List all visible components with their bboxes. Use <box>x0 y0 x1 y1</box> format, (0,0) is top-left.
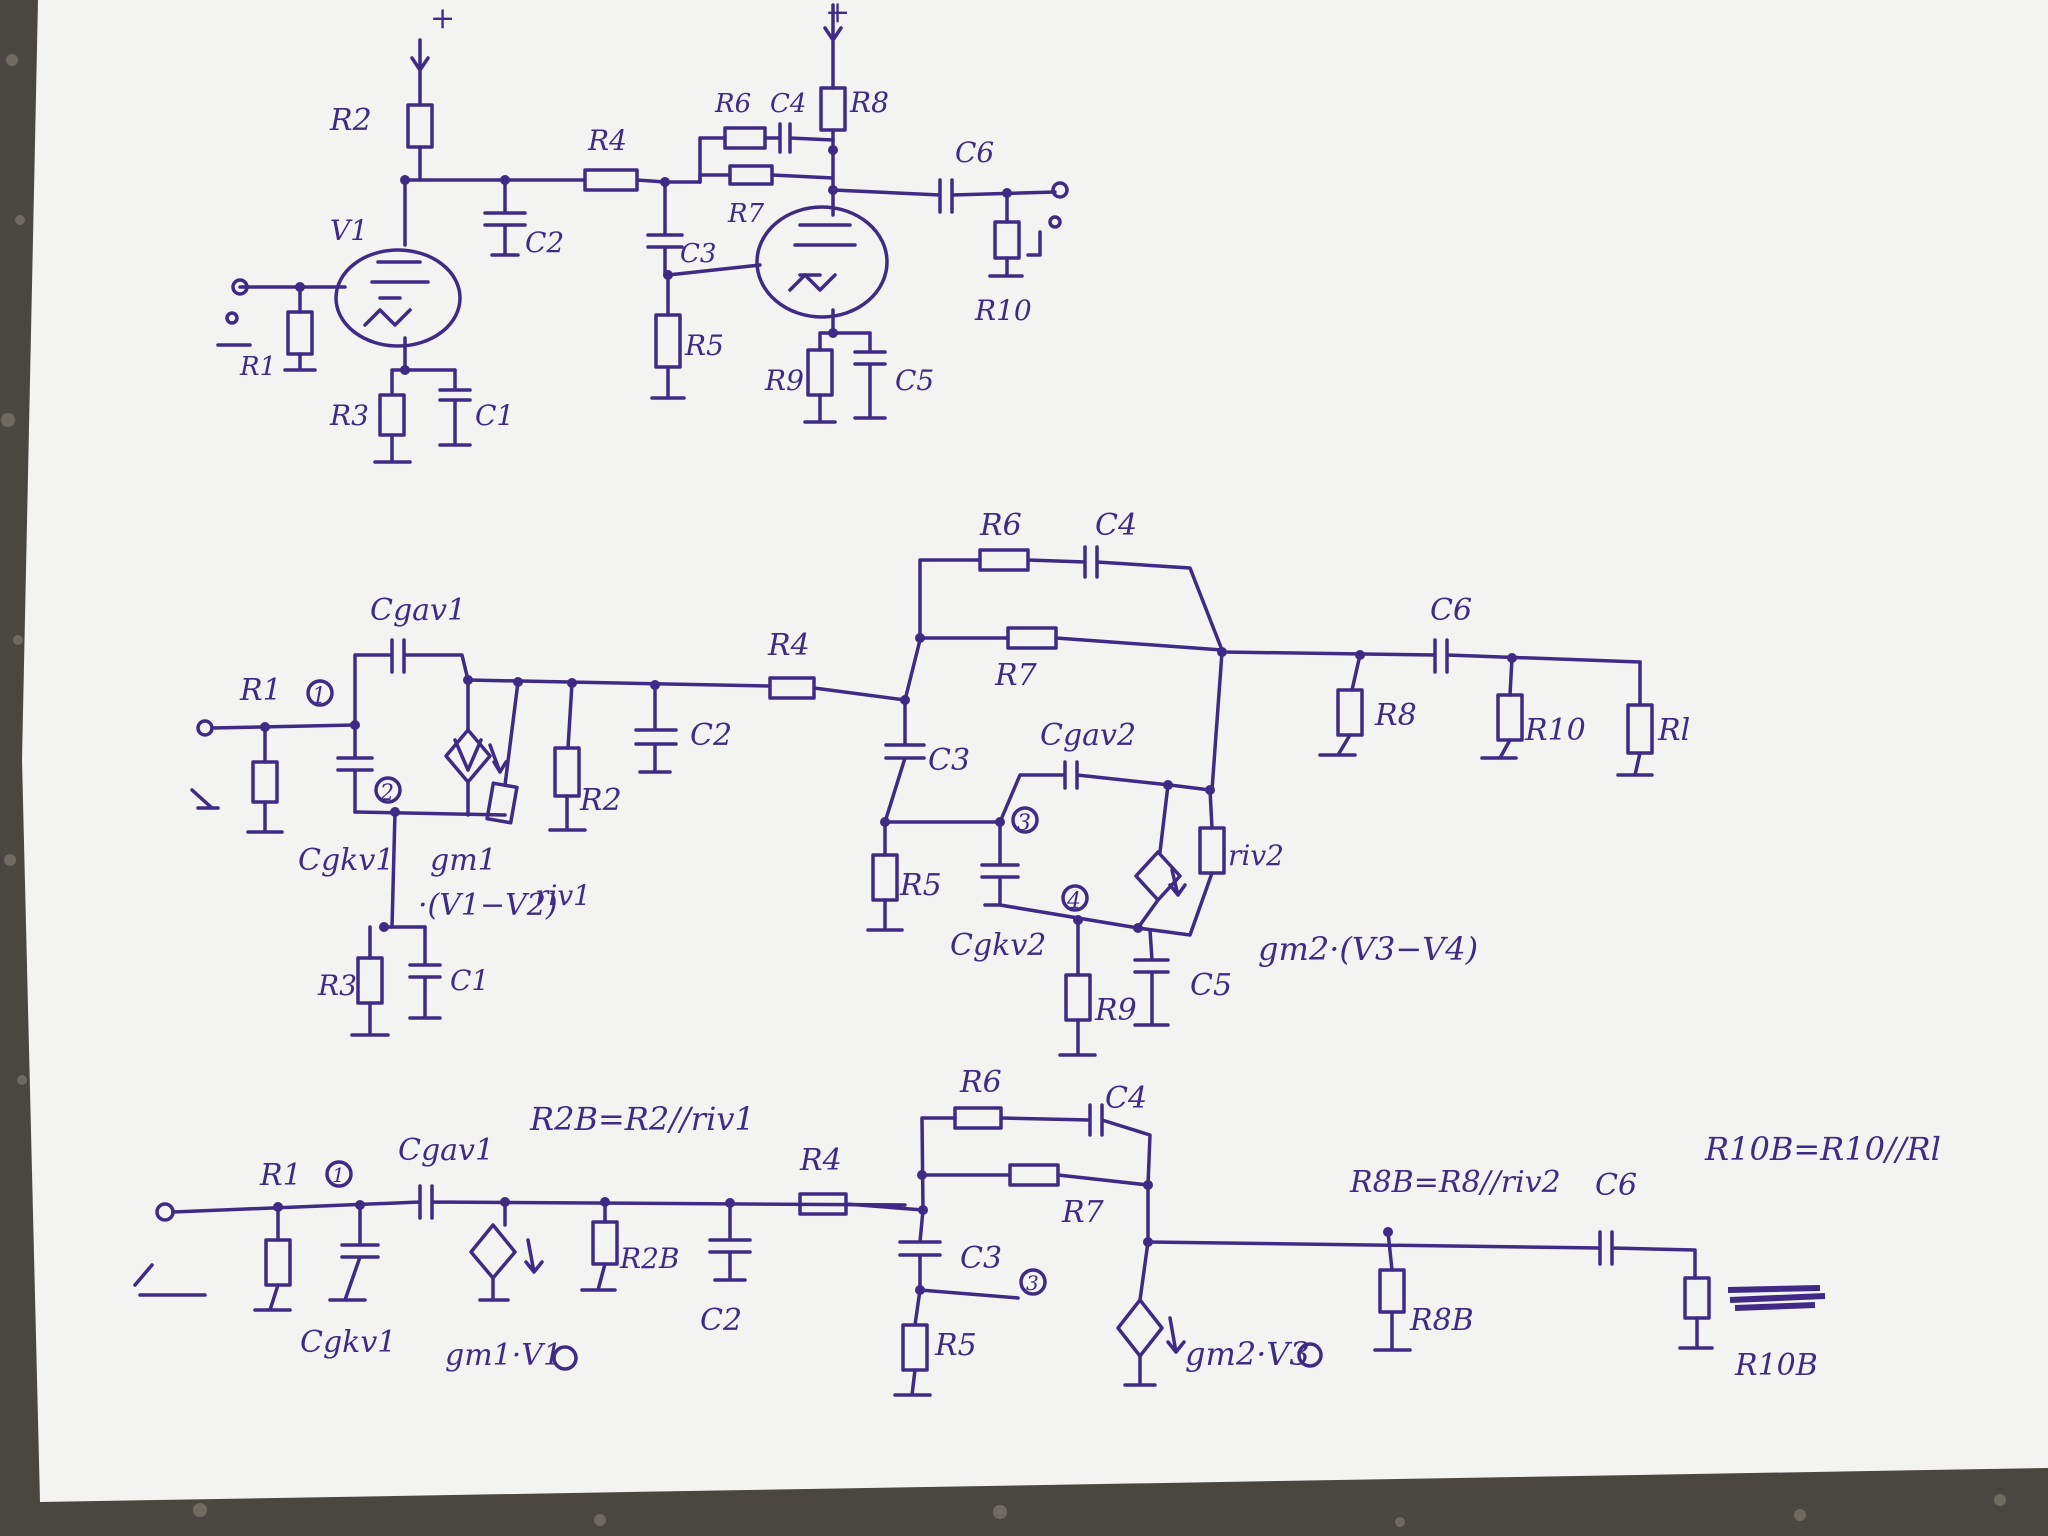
label-mid-riv1: riv1 <box>535 879 591 912</box>
label-mid-Cgav1: Cgav1 <box>370 593 466 628</box>
label-mid-Cgav2: Cgav2 <box>1040 718 1136 753</box>
label-top-C3: C3 <box>680 239 716 269</box>
label-mid-R8: R8 <box>1374 698 1417 733</box>
label-top-R1: R1 <box>239 352 276 382</box>
label-top-C1: C1 <box>475 399 514 432</box>
label-top-R3: R3 <box>329 399 369 432</box>
node-bot-1: 1 <box>332 1163 345 1187</box>
label-bot-C3: C3 <box>960 1241 1002 1276</box>
label-top-R10: R10 <box>974 294 1032 327</box>
label-mid-gm2-expr: gm2·(V3−V4) <box>1258 930 1478 968</box>
supply-plus-2: + <box>825 0 850 30</box>
label-bot-R10B: R10B <box>1734 1348 1818 1383</box>
label-top-R9: R9 <box>764 364 804 397</box>
label-top-R4: R4 <box>587 124 627 157</box>
label-mid-R4: R4 <box>767 628 810 663</box>
node-1: 1 <box>312 684 326 709</box>
node-2: 2 <box>379 781 394 806</box>
label-bot-C6: C6 <box>1595 1168 1637 1203</box>
label-bot-R10B-eq: R10B=R10//Rl <box>1704 1130 1941 1168</box>
label-mid-C5: C5 <box>1190 968 1232 1003</box>
label-mid-R7: R7 <box>994 658 1038 693</box>
label-mid-R10: R10 <box>1524 713 1586 748</box>
label-mid-R6: R6 <box>979 508 1022 543</box>
node-4: 4 <box>1066 889 1081 914</box>
scribble-mark <box>1727 1285 1826 1311</box>
bottom-labels: R1 1 Cgav1 R2B=R2//riv1 R4 R6 C4 R7 Cgkv… <box>259 1065 1941 1383</box>
label-bot-R6: R6 <box>959 1065 1002 1100</box>
label-mid-C3: C3 <box>928 743 970 778</box>
label-bot-C4: C4 <box>1105 1081 1147 1116</box>
label-bot-R2B: R2B <box>619 1242 679 1275</box>
label-bot-R8B-eq: R8B=R8//riv2 <box>1349 1165 1561 1200</box>
label-bot-C2: C2 <box>700 1303 742 1338</box>
node-bot-3: 3 <box>1026 1271 1039 1295</box>
label-mid-C1: C1 <box>450 964 489 997</box>
label-bot-R8B: R8B <box>1409 1303 1474 1338</box>
label-bot-gm2-expr: gm2·V3 <box>1185 1335 1310 1373</box>
label-top-R6: R6 <box>714 89 751 119</box>
label-top-R5: R5 <box>684 329 724 362</box>
label-bot-Cgkv1: Cgkv1 <box>300 1325 396 1360</box>
label-top-C5: C5 <box>895 364 934 397</box>
label-mid-R3: R3 <box>317 969 357 1002</box>
label-top-V1: V1 <box>330 214 368 247</box>
top-schematic <box>216 3 1069 464</box>
label-bot-R7: R7 <box>1061 1195 1105 1230</box>
bottom-schematic <box>133 1103 1826 1397</box>
label-bot-R1: R1 <box>259 1158 302 1193</box>
label-mid-Rl: Rl <box>1657 713 1690 748</box>
label-top-R8: R8 <box>849 86 889 119</box>
paper-sheet <box>22 0 2048 1502</box>
label-mid-gm1: gm1 <box>430 843 497 878</box>
supply-plus-1: + <box>430 1 455 36</box>
middle-labels: Cgav1 R1 1 2 Cgkv1 gm1 ·(V1−V2) riv1 R2 … <box>239 508 1690 1028</box>
top-labels: + + R2 R4 R6 C4 R8 R7 C6 C2 C3 V1 R1 R3 … <box>239 0 1032 432</box>
label-top-R2: R2 <box>329 103 372 138</box>
label-mid-gm1-expr: ·(V1−V2) <box>418 888 558 923</box>
label-top-C2: C2 <box>525 226 564 259</box>
label-mid-C2: C2 <box>690 718 732 753</box>
label-top-C6: C6 <box>955 136 994 169</box>
label-mid-R5: R5 <box>899 868 942 903</box>
label-bot-R2B-eq: R2B=R2//riv1 <box>529 1100 755 1138</box>
label-mid-Cgkv2: Cgkv2 <box>950 928 1046 963</box>
label-top-C4: C4 <box>770 89 806 119</box>
label-mid-C6: C6 <box>1430 593 1472 628</box>
label-mid-R1: R1 <box>239 673 282 708</box>
label-bot-R5: R5 <box>934 1328 977 1363</box>
label-mid-C4: C4 <box>1095 508 1137 543</box>
label-mid-R9: R9 <box>1094 993 1137 1028</box>
label-mid-riv2: riv2 <box>1228 839 1284 872</box>
label-bot-R4: R4 <box>799 1143 842 1178</box>
label-mid-Cgkv1: Cgkv1 <box>298 843 394 878</box>
label-bot-Cgav1: Cgav1 <box>398 1133 494 1168</box>
node-3: 3 <box>1017 811 1031 836</box>
label-top-R7: R7 <box>727 199 765 229</box>
middle-schematic <box>190 545 1654 1057</box>
label-bot-gm1-expr: gm1·V1 <box>445 1338 562 1373</box>
label-mid-R2: R2 <box>579 783 622 818</box>
